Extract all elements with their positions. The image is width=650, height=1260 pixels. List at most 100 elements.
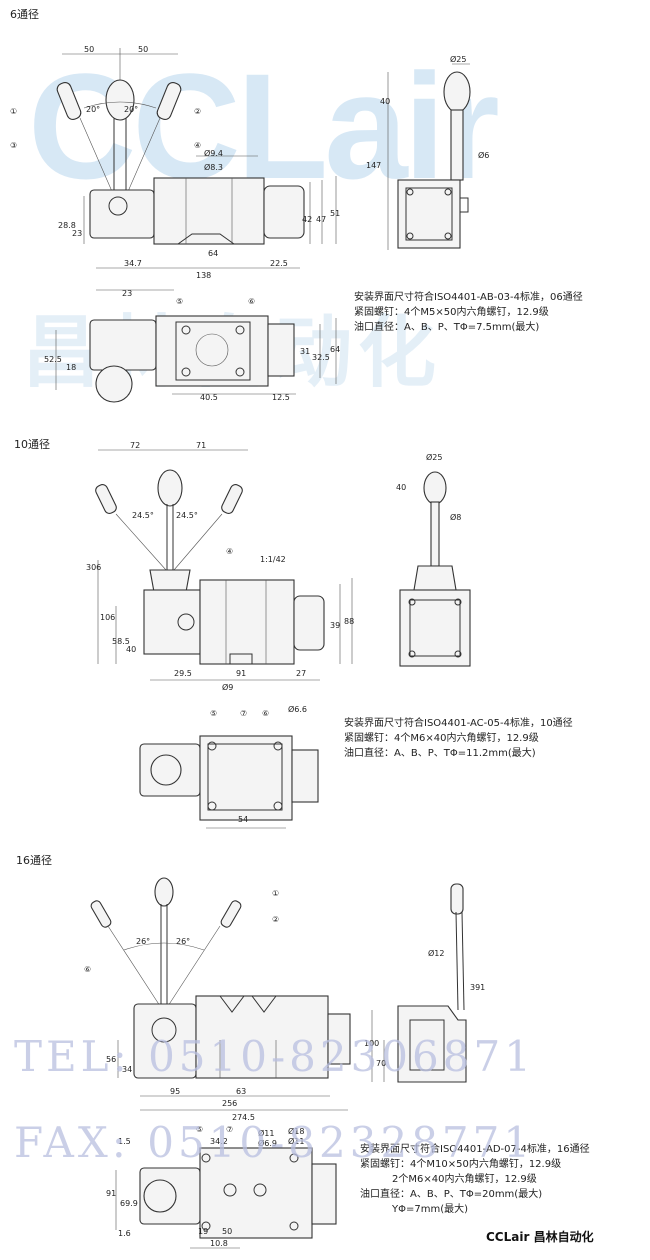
- callout-6-4: ④: [194, 141, 201, 150]
- callout-6-2: ②: [194, 107, 201, 116]
- spec-note: 油口直径：A、B、P、TΦ=11.2mm(最大): [344, 748, 536, 759]
- dim-16-side-h3: 70: [376, 1059, 386, 1068]
- dim-10-w3: 27: [296, 669, 306, 678]
- dim-6-side-d2: Ø6: [478, 150, 489, 160]
- spec-notes-16: 安装界面尺寸符合ISO4401-AD-07-4标准，16通径 紧固螺钉：4个M1…: [360, 1142, 590, 1217]
- callout-16-2: ②: [272, 915, 279, 924]
- dim-10-h1: 106: [100, 613, 115, 622]
- dim-10-h-total: 306: [86, 563, 101, 572]
- brand-footer: CCLair 昌林自动化: [486, 1230, 594, 1244]
- dim-6-h1: 28.8: [58, 221, 76, 230]
- dim-6-bot1: 23: [122, 289, 132, 298]
- section-title-6: 6通径: [10, 8, 39, 21]
- dim-16-plan-h1: 91: [106, 1189, 116, 1198]
- dim-16-plan-h2: 69.9: [120, 1199, 138, 1208]
- dim-10-v1: 39: [330, 621, 340, 630]
- dim-10-w2: 91: [236, 669, 246, 678]
- drawing-6-front: [56, 48, 337, 291]
- dimension-labels: 50 50 20° 20° Ø9.4 Ø8.3 28.8 23 34.7 64 …: [44, 45, 489, 1248]
- dim-16-plan-b: 1.6: [118, 1229, 131, 1238]
- dim-6-angle-left: 20°: [86, 105, 100, 114]
- dim-10-side-d: Ø25: [426, 452, 442, 462]
- callout-6-3: ③: [10, 141, 17, 150]
- dim-6-plan-v1: 31: [300, 347, 310, 356]
- dim-16-side-h1: 391: [470, 983, 485, 992]
- spec-note: 安装界面尺寸符合ISO4401-AC-05-4标准，10通径: [344, 718, 573, 729]
- dim-6-side-h1: 40: [380, 97, 390, 106]
- dim-6-plan-v3: 64: [330, 345, 340, 354]
- callout-10-7: ⑦: [240, 709, 247, 718]
- dim-16-side-h2: 100: [364, 1039, 379, 1048]
- callout-6-6: ⑥: [248, 297, 255, 306]
- dim-6-v1: 42: [302, 215, 312, 224]
- callout-16-7: ⑦: [226, 1125, 233, 1134]
- drawing-6-plan: [55, 315, 337, 403]
- dim-10-w1: 29.5: [174, 669, 192, 678]
- dim-16-plan-w4: 50: [222, 1227, 232, 1236]
- section-title-16: 16通径: [16, 854, 52, 867]
- dim-6-h2: 23: [72, 229, 82, 238]
- dim-16-w1: 95: [170, 1087, 180, 1096]
- dim-16-plan-w2: 1.5: [118, 1137, 131, 1146]
- dim-16-h2: 34: [122, 1065, 132, 1074]
- dim-16-side-d: Ø12: [428, 948, 444, 958]
- dim-6-plan-w2: 12.5: [272, 393, 290, 402]
- dim-6-side-h2: 147: [366, 161, 381, 170]
- callout-10-4: ④: [226, 547, 233, 556]
- callout-16-5: ⑤: [196, 1125, 203, 1134]
- callout-10-6: ⑥: [262, 709, 269, 718]
- dim-6-top-right: 50: [138, 45, 148, 54]
- dim-10-angle-left: 24.5°: [132, 511, 154, 520]
- dim-10-h2: 58.5: [112, 637, 130, 646]
- watermark-tel: TEL: 0510-82306871: [14, 1032, 535, 1081]
- dim-6-v3: 51: [330, 209, 340, 218]
- dim-6-lever-d: Ø9.4: [204, 148, 223, 158]
- callout-10-5: ⑤: [210, 709, 217, 718]
- dim-16-plan-w1: 34.2: [210, 1137, 228, 1146]
- spec-note: 油口直径：A、B、P、TΦ=20mm(最大): [360, 1189, 543, 1200]
- drawing-16-front: [90, 877, 351, 1111]
- drawing-10-side: [399, 471, 471, 667]
- drawing-10-front: [95, 449, 353, 681]
- dim-6-plan-h1: 52.5: [44, 355, 62, 364]
- dim-10-side-h: 40: [396, 483, 406, 492]
- callout-16-1: ①: [272, 889, 279, 898]
- spec-notes-10: 安装界面尺寸符合ISO4401-AC-05-4标准，10通径 紧固螺钉：4个M6…: [344, 716, 573, 761]
- dim-10-w4: Ø9: [222, 682, 233, 692]
- watermark-fax: FAX: 0510-82328771: [14, 1118, 535, 1167]
- section-title-10: 10通径: [14, 438, 50, 451]
- dim-6-w2: 64: [208, 249, 218, 258]
- dim-16-angle-right: 26°: [176, 937, 190, 946]
- dim-16-plan-d4: Ø11: [288, 1136, 304, 1146]
- dim-6-side-d: Ø25: [450, 54, 466, 64]
- dim-6-v2: 47: [316, 215, 326, 224]
- spec-note: 紧固螺钉：4个M5×50内六角螺钉，12.9级: [354, 307, 549, 318]
- callout-6-5: ⑤: [176, 297, 183, 306]
- dim-6-top-left: 50: [84, 45, 94, 54]
- spec-note: 油口直径：A、B、P、TΦ=7.5mm(最大): [354, 322, 540, 333]
- dim-10-angle-right: 24.5°: [176, 511, 198, 520]
- dim-10-slope: 1:1/42: [260, 555, 286, 564]
- dim-16-plan-d2: Ø6.9: [258, 1138, 277, 1148]
- spec-note: 2个M6×40内六角螺钉，12.9级: [392, 1174, 537, 1185]
- dim-6-plan-w1: 40.5: [200, 393, 218, 402]
- dim-16-angle-left: 26°: [136, 937, 150, 946]
- spec-note: 紧固螺钉：4个M6×40内六角螺钉，12.9级: [344, 733, 539, 744]
- dim-16-plan-w3: 19: [198, 1227, 208, 1236]
- dim-16-plan-d1: Ø11: [258, 1128, 274, 1138]
- dim-6-lever-d2: Ø8.3: [204, 162, 223, 172]
- callouts: ① ② ③ ④ ⑤ ⑥ ④ ⑤ ⑦ ⑥ ① ② ⑥ ⑤ ⑦: [10, 107, 279, 1134]
- spec-note: YΦ=7mm(最大): [392, 1204, 469, 1215]
- dim-10-plan-w: 54: [238, 815, 248, 824]
- dim-10-top-right: 71: [196, 441, 206, 450]
- drawing-16-plan: [115, 1147, 337, 1249]
- drawing-6-side: [387, 63, 471, 250]
- dim-10-side-d2: Ø8: [450, 512, 461, 522]
- spec-note: 安装界面尺寸符合ISO4401-AD-07-4标准，16通径: [360, 1144, 590, 1155]
- dim-16-h1: 56: [106, 1055, 116, 1064]
- dim-16-plan-d3: Ø18: [288, 1126, 304, 1136]
- dim-6-w4: 22.5: [270, 259, 288, 268]
- dim-10-top-left: 72: [130, 441, 140, 450]
